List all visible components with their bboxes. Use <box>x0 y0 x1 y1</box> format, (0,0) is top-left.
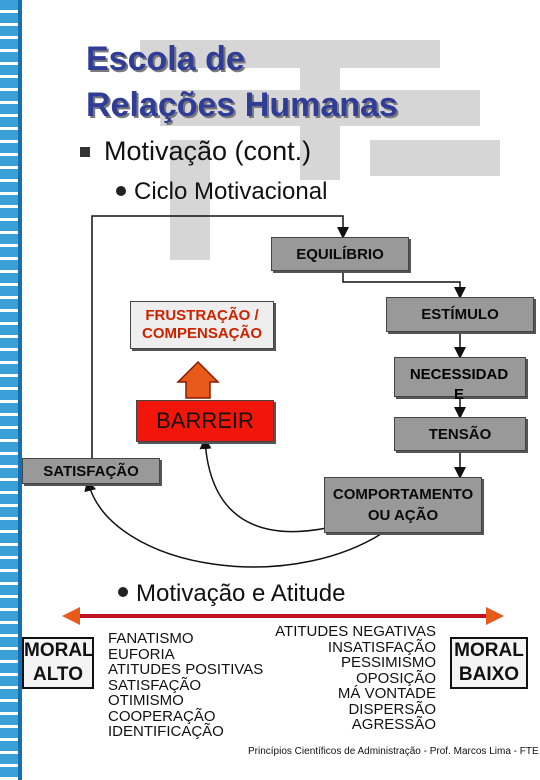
title-line2: Relações Humanas <box>86 86 398 124</box>
footer-credit: Princípios Científicos de Administração … <box>248 746 539 757</box>
section-motivacao-atitude: Motivação e Atitude <box>136 580 346 607</box>
box-barreira: BARREIR <box>136 400 274 442</box>
list-item: OPOSIÇÃO <box>355 669 436 687</box>
title-line1: Escola de <box>86 40 245 78</box>
box-necessidade <box>394 357 526 397</box>
list-item: IDENTIFICAÇÃO <box>108 723 224 740</box>
necessidade-label: NECESSIDAD E <box>409 366 509 403</box>
box-satisfacao: SATISFAÇÃO <box>22 458 160 484</box>
binding-edge <box>18 0 22 780</box>
list-item: DISPERSÃO <box>348 700 436 718</box>
box-comportamento: COMPORTAMENTO OU AÇÃO <box>324 477 482 533</box>
list-item: OTIMISMO <box>108 692 184 709</box>
list-item: PESSIMISMO <box>340 654 436 671</box>
list-item: INSATISFAÇÃO <box>327 638 436 656</box>
box-estimulo: ESTÍMULO <box>386 297 534 332</box>
subtitle: Motivação (cont.) <box>104 136 312 166</box>
positive-attitudes-list: FANATISMO EUFORIA ATITUDES POSITIVAS SAT… <box>108 631 263 740</box>
spiral-binding <box>0 0 18 780</box>
moral-alto-box: MORAL ALTO <box>22 637 94 689</box>
bullet-dot-icon <box>116 186 126 196</box>
section-ciclo-motivacional: Ciclo Motivacional <box>134 178 328 205</box>
bullet-dot-icon <box>118 587 128 597</box>
square-bullet-icon <box>80 147 90 157</box>
list-item: FANATISMO <box>108 630 194 647</box>
list-item: MÁ VONTADE <box>337 685 436 702</box>
box-tensao: TENSÃO <box>394 417 526 451</box>
list-item: AGRESSÃO <box>351 716 436 733</box>
box-frustracao: FRUSTRAÇÃO / COMPENSAÇÃO <box>130 301 274 349</box>
negative-attitudes-list: ATITUDES NEGATIVAS INSATISFAÇÃO PESSIMIS… <box>275 624 436 733</box>
box-equilibrio: EQUILÍBRIO <box>271 237 409 271</box>
list-item: SATISFAÇÃO <box>108 676 202 694</box>
list-item: COOPERAÇÃO <box>108 707 216 725</box>
list-item: ATITUDES NEGATIVAS <box>275 623 436 640</box>
list-item: EUFORIA <box>108 645 175 663</box>
list-item: ATITUDES POSITIVAS <box>108 661 264 678</box>
moral-baixo-box: MORAL BAIXO <box>450 637 528 689</box>
